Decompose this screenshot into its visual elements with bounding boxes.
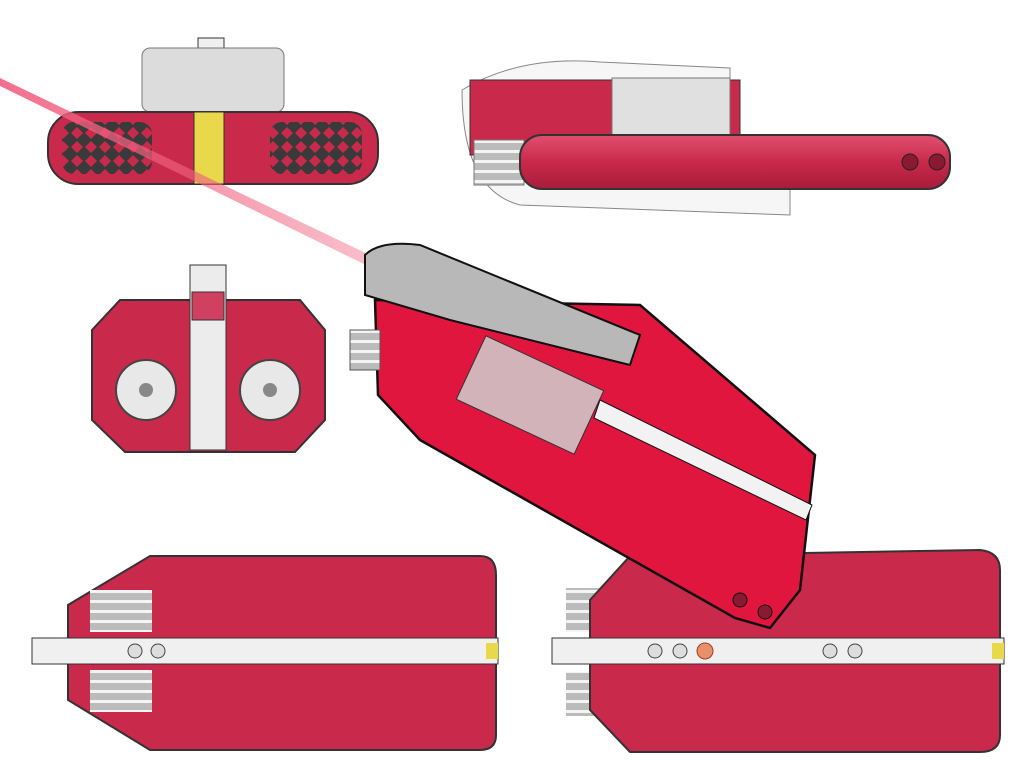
bottom-stud-icon (847, 643, 863, 659)
bottom-stud-icon (822, 643, 838, 659)
perspective-springs (349, 329, 381, 371)
rear-yellow-strip (193, 111, 225, 185)
front-view (91, 264, 326, 453)
top-view (31, 555, 499, 751)
perspective-view (349, 242, 817, 630)
rear-view (47, 37, 379, 185)
perspective-engine-port-icon (757, 604, 773, 620)
top-yellow-tip (486, 643, 498, 659)
rear-left-grille (62, 122, 152, 174)
laser-beam (0, 78, 376, 268)
top-center-bar (31, 637, 499, 665)
front-right-engine-core (263, 383, 277, 397)
bottom-yellow-tip (992, 643, 1004, 659)
bottom-center-bar (551, 637, 1005, 665)
top-springs-lower (90, 670, 152, 712)
side-engine-port-icon (928, 153, 946, 171)
side-springs (473, 139, 525, 186)
rear-translucent-dome (141, 47, 285, 113)
bottom-stud-icon (647, 643, 663, 659)
perspective-white-stripe (593, 399, 813, 521)
bottom-orange-stud-icon (696, 642, 714, 660)
bottom-stud-icon (672, 643, 688, 659)
top-stud-icon (127, 643, 143, 659)
rear-right-grille (270, 122, 362, 174)
top-springs-upper (90, 590, 152, 632)
perspective-gray-nose (364, 242, 642, 367)
side-view (461, 60, 951, 216)
front-red-stud (191, 291, 225, 321)
front-left-engine-core (139, 383, 153, 397)
side-canopy (611, 77, 731, 137)
perspective-canopy (455, 335, 605, 455)
perspective-engine-port-icon (732, 592, 748, 608)
top-stud-icon (150, 643, 166, 659)
bottom-view (551, 548, 1005, 753)
side-cylinder (519, 134, 951, 190)
side-engine-port-icon (901, 153, 919, 171)
